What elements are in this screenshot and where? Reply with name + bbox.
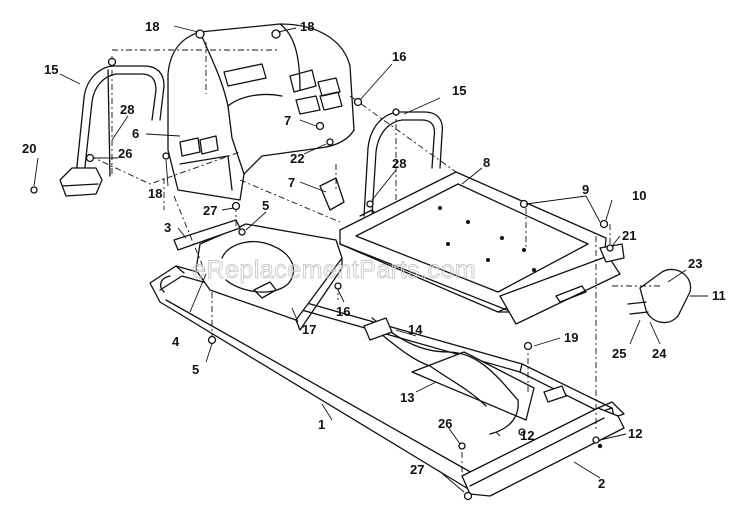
callout-9: 9 xyxy=(582,182,589,197)
callout-28: 28 xyxy=(120,102,134,117)
callout-18: 18 xyxy=(148,186,162,201)
fasteners xyxy=(30,29,614,501)
seat-switch xyxy=(627,268,692,324)
hinge-bracket-left xyxy=(319,177,345,211)
callout-27: 27 xyxy=(410,462,424,477)
callout-5: 5 xyxy=(262,198,269,213)
callout-12: 12 xyxy=(628,426,642,441)
callout-25: 25 xyxy=(612,346,626,361)
callout-24: 24 xyxy=(652,346,667,361)
callout-14: 14 xyxy=(408,322,423,337)
rear-cowl xyxy=(167,23,355,201)
callout-4: 4 xyxy=(172,334,180,349)
callout-15: 15 xyxy=(452,83,466,98)
callout-16: 16 xyxy=(336,304,350,319)
callout-16: 16 xyxy=(392,49,406,64)
callout-3: 3 xyxy=(164,220,171,235)
callout-labels: 18 18 15 28 6 26 20 18 27 5 3 4 5 17 16 … xyxy=(22,19,726,491)
floor-plate xyxy=(195,223,343,331)
callout-8: 8 xyxy=(483,155,490,170)
alignment-lines xyxy=(89,42,660,478)
leader-lines xyxy=(33,25,708,493)
callout-28: 28 xyxy=(392,156,406,171)
left-fender-bracket xyxy=(59,65,165,197)
callout-26: 26 xyxy=(438,416,452,431)
callout-19: 19 xyxy=(564,330,578,345)
support-bar xyxy=(173,219,241,251)
watermark-text: eReplacementParts.com xyxy=(192,256,476,284)
callout-21: 21 xyxy=(622,228,636,243)
callout-27: 27 xyxy=(203,203,217,218)
callout-17: 17 xyxy=(302,322,316,337)
seat-pan xyxy=(339,171,621,325)
callout-2: 2 xyxy=(598,476,605,491)
callout-7: 7 xyxy=(284,113,291,128)
callout-15: 15 xyxy=(44,62,58,77)
callout-11: 11 xyxy=(712,288,726,303)
rear-cross-member xyxy=(461,401,625,497)
wire-harness xyxy=(363,317,567,435)
battery-tray xyxy=(411,351,535,421)
callout-26: 26 xyxy=(118,146,132,161)
callout-23: 23 xyxy=(688,256,702,271)
callout-5: 5 xyxy=(192,362,199,377)
callout-13: 13 xyxy=(400,390,414,405)
callout-18: 18 xyxy=(145,19,159,34)
callout-6: 6 xyxy=(132,126,139,141)
callout-22: 22 xyxy=(290,151,304,166)
callout-7: 7 xyxy=(288,175,295,190)
callout-1: 1 xyxy=(318,417,325,432)
callout-12: 12 xyxy=(520,428,534,443)
callout-18: 18 xyxy=(300,19,314,34)
callout-10: 10 xyxy=(632,188,646,203)
callout-20: 20 xyxy=(22,141,36,156)
hinge-bracket-right xyxy=(599,243,625,263)
